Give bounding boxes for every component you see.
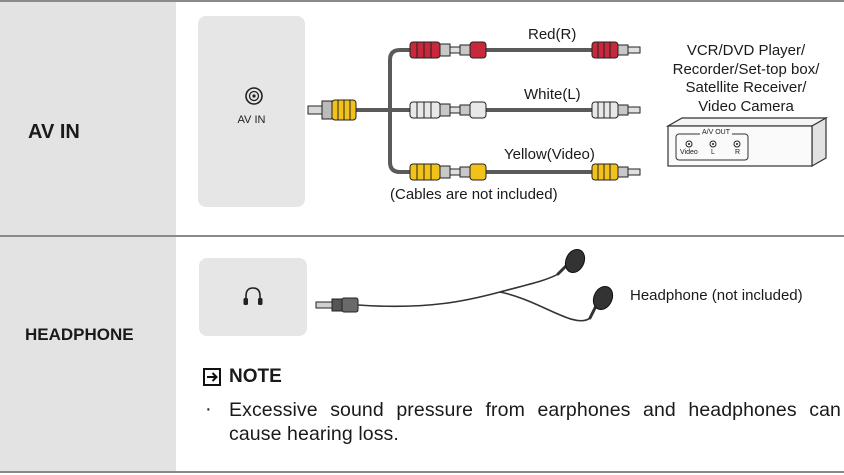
top-rule — [0, 0, 844, 2]
white-cable-label: White(L) — [524, 86, 581, 103]
device-line-2: Recorder/Set-top box/ — [672, 60, 820, 78]
av-jack-icon — [245, 87, 263, 105]
headphone-jack-icon — [243, 287, 263, 305]
headphone-diagram — [315, 248, 614, 322]
yellow-cable-label: Yellow(Video) — [504, 146, 595, 163]
yellow-cable-plugs — [409, 163, 641, 181]
av-device-icon — [665, 116, 829, 168]
av-out-port-r: R — [735, 149, 741, 156]
device-line-3: Satellite Receiver/ — [685, 79, 807, 96]
red-cable-label: Red(R) — [528, 26, 577, 43]
av-in-label-cell — [0, 2, 176, 235]
note-text: Excessive sound pressure from earphones … — [229, 399, 841, 445]
device-line-4: Video Camera — [698, 97, 794, 115]
note-heading: NOTE — [203, 366, 282, 388]
av-in-port-label: AV IN — [237, 114, 266, 126]
note-bullet: · — [205, 398, 212, 420]
headphone-row-label: HEADPHONE — [25, 325, 134, 344]
headphone-port-panel — [199, 258, 307, 336]
av-out-port-video: Video — [680, 149, 698, 156]
av-device-label: VCR/DVD Player/ Recorder/Set-top box/ Sa… — [650, 42, 842, 116]
red-cable-plugs — [409, 41, 641, 59]
av-in-plug — [307, 99, 357, 121]
bottom-rule — [0, 471, 844, 473]
note-arrow-icon — [203, 368, 221, 386]
av-in-row-label: AV IN — [28, 121, 80, 143]
av-out-panel-title: A/V OUT — [700, 129, 733, 136]
headphone-label-cell — [0, 237, 176, 471]
av-in-port-panel: AV IN — [198, 16, 305, 207]
headphone-device-label: Headphone (not included) — [630, 287, 803, 304]
row-divider — [0, 235, 844, 237]
device-line-1: VCR/DVD Player/ — [686, 42, 806, 59]
av-out-port-l: L — [711, 149, 715, 156]
note-title: NOTE — [229, 366, 282, 387]
white-cable-plugs — [409, 101, 641, 119]
cable-splitter — [354, 48, 594, 174]
cables-not-included-note: (Cables are not included) — [390, 186, 558, 203]
